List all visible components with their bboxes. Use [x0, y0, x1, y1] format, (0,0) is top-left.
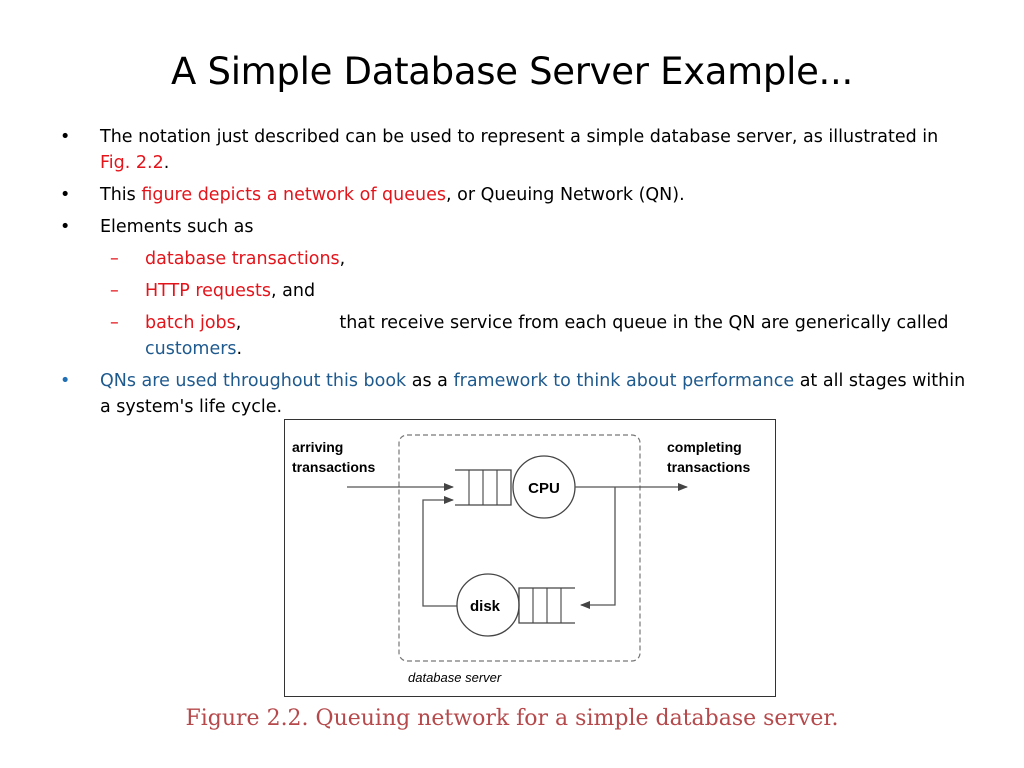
highlight-text: batch jobs [145, 313, 236, 333]
queuing-network-diagram: CPU disk arriving transactions completin… [292, 434, 750, 685]
arriving-label-line2: transactions [292, 459, 375, 475]
bullet-list: • The notation just described can be use… [60, 124, 970, 426]
highlight-text: figure depicts a network of queues [141, 185, 446, 205]
sub-text: that receive service from each queue in … [339, 313, 949, 333]
bullet-text-end: , or Queuing Network (QN). [446, 185, 685, 205]
disk-label: disk [470, 598, 501, 615]
bullet-text: The notation just described can be used … [100, 127, 939, 147]
bullet-mark: • [60, 371, 71, 391]
sub-text-end: . [236, 339, 243, 359]
bullet-item-framework: • QNs are used throughout this book as a… [60, 368, 970, 420]
sub-text: , [235, 313, 242, 333]
bullet-item-elements: • Elements such as [60, 214, 970, 240]
queuing-network-figure: CPU disk arriving transactions completin… [284, 419, 776, 697]
highlight-text: framework to think about performance [453, 371, 795, 391]
sub-text: , and [271, 281, 316, 301]
fig-reference: Fig. 2.2 [100, 153, 164, 173]
bullet-mark: • [60, 217, 71, 237]
dash-mark: – [110, 313, 119, 333]
bullet-item-network: • This figure depicts a network of queue… [60, 182, 970, 208]
dash-mark: – [110, 249, 119, 269]
sub-item-database-transactions: – database transactions, [60, 246, 970, 272]
completing-label-line1: completing [667, 439, 742, 455]
highlight-text: HTTP requests [145, 281, 271, 301]
disk-path [580, 487, 616, 609]
cpu-label: CPU [528, 480, 560, 497]
sub-item-http-requests: – HTTP requests, and [60, 278, 970, 304]
dash-mark: – [110, 281, 119, 301]
slide-title: A Simple Database Server Example... [171, 50, 853, 93]
bullet-mark: • [60, 185, 71, 205]
sub-item-batch-jobs: – batch jobs, that receive service from e… [60, 310, 970, 362]
highlight-text: database transactions [145, 249, 340, 269]
cpu-queue [455, 469, 512, 506]
bullet-text: Elements such as [100, 217, 254, 237]
bullet-mark: • [60, 127, 71, 147]
bullet-text: as a [406, 371, 454, 391]
arriving-label-line1: arriving [292, 439, 343, 455]
customers-term: customers [145, 339, 237, 359]
sub-text: , [339, 249, 346, 269]
bullet-text: This [100, 185, 142, 205]
feedback-path [422, 496, 457, 607]
server-label: database server [408, 670, 502, 685]
figure-caption: Figure 2.2. Queuing network for a simple… [185, 706, 839, 731]
completing-label-line2: transactions [667, 459, 750, 475]
bullet-text-end: at all stages within a system's life cyc… [100, 371, 966, 417]
server-boundary [398, 434, 641, 662]
highlight-text: QNs are used throughout this book [100, 371, 407, 391]
bullet-item-notation: • The notation just described can be use… [60, 124, 970, 176]
bullet-text-end: . [163, 153, 170, 173]
disk-queue [518, 587, 575, 624]
